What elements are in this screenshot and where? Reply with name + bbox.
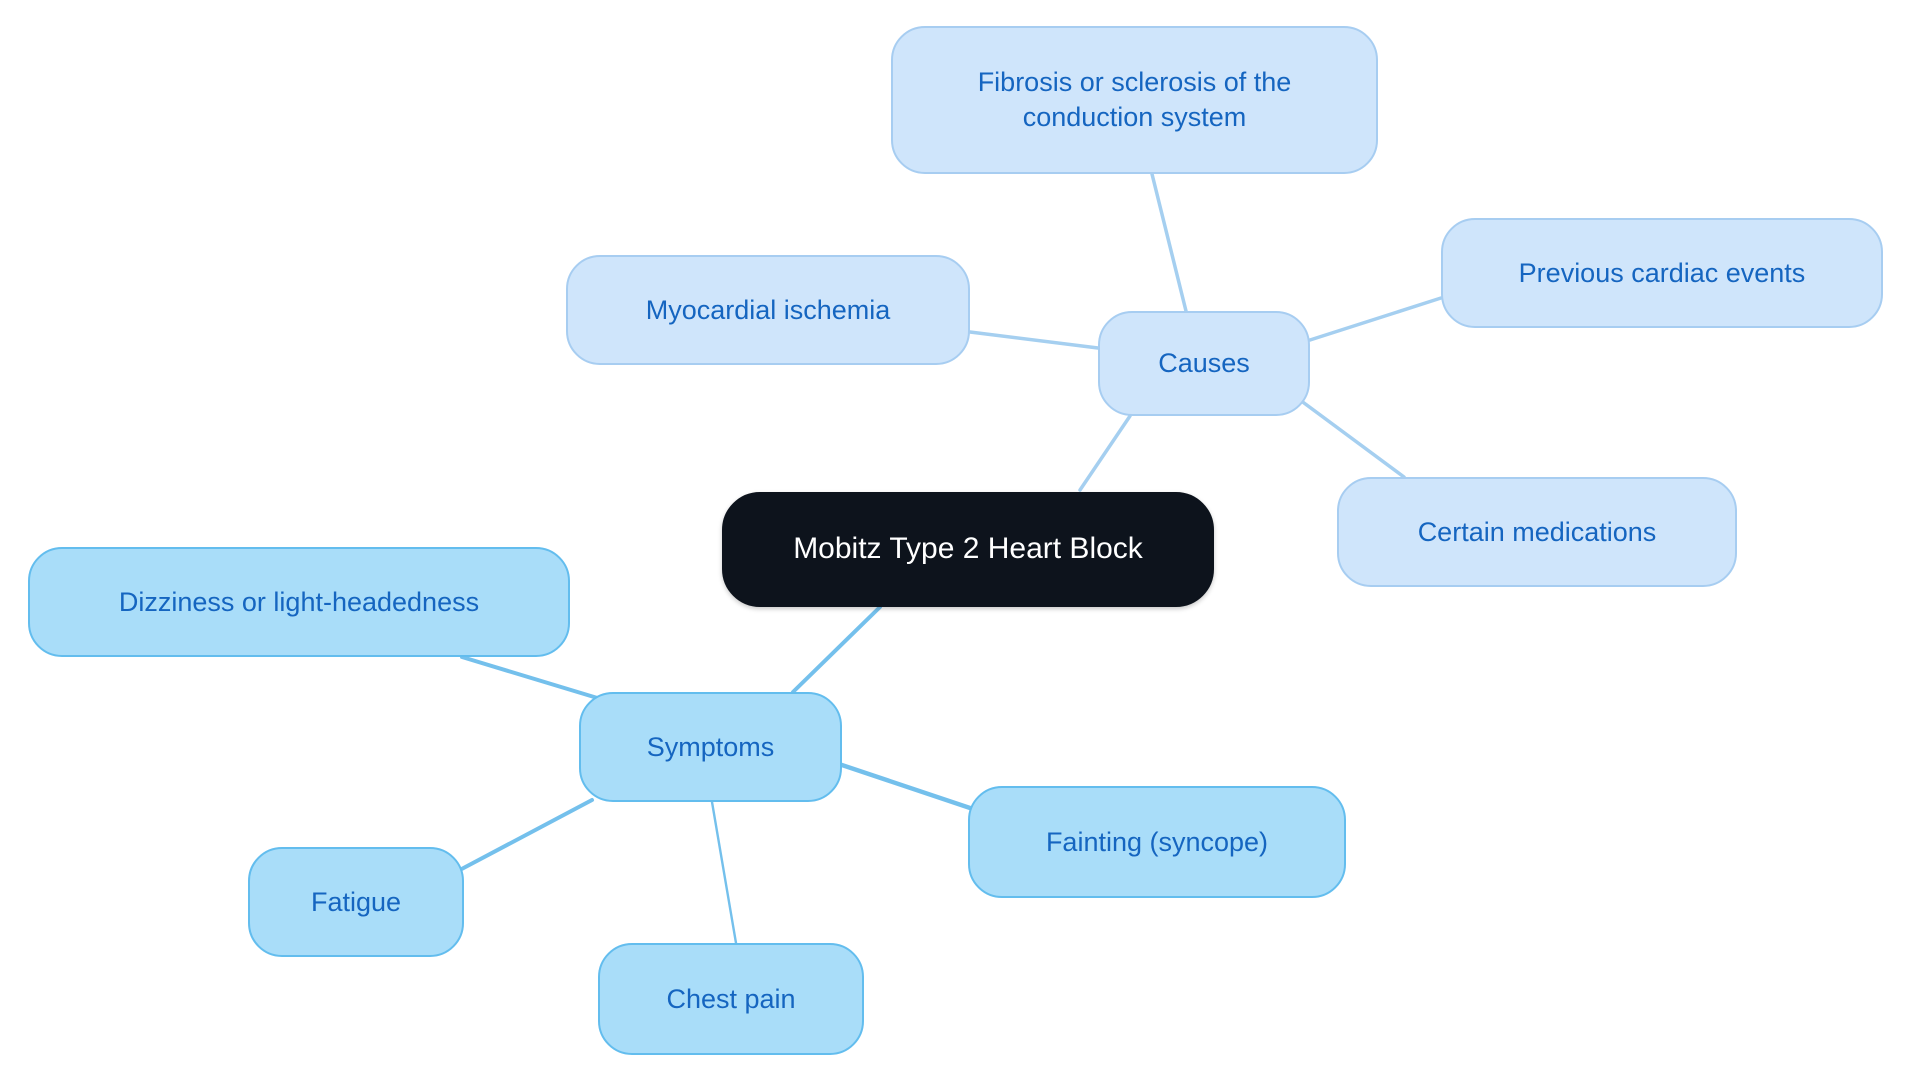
mindmap-leaf-symptoms-fatigue[interactable]: Fatigue xyxy=(248,847,464,957)
edge-root-symptoms xyxy=(791,605,882,694)
mindmap-leaf-causes-ischemia[interactable]: Myocardial ischemia xyxy=(566,255,970,365)
edge-root-causes xyxy=(1078,414,1132,492)
mindmap-leaf-symptoms-chest-pain-label: Chest pain xyxy=(666,983,796,1014)
edge-causes-medications xyxy=(1298,398,1406,479)
edge-causes-ischemia xyxy=(968,330,1100,350)
mindmap-root-node-label: Mobitz Type 2 Heart Block xyxy=(793,532,1143,566)
mindmap-leaf-symptoms-fainting-label: Fainting (syncope) xyxy=(1045,826,1269,857)
mindmap-leaf-symptoms-fainting[interactable]: Fainting (syncope) xyxy=(968,786,1346,898)
mindmap-branch-causes[interactable]: Causes xyxy=(1098,311,1310,416)
mindmap-leaf-symptoms-chest-pain[interactable]: Chest pain xyxy=(598,943,864,1055)
mindmap-leaf-causes-medications[interactable]: Certain medications xyxy=(1337,477,1737,587)
edge-causes-fibrosis xyxy=(1150,172,1188,313)
mindmap-branch-causes-label: Causes xyxy=(1158,348,1250,379)
mindmap-leaf-symptoms-dizziness[interactable]: Dizziness or light-headedness xyxy=(28,547,570,657)
edge-causes-previous-events xyxy=(1308,296,1443,342)
edge-symptoms-fatigue xyxy=(454,798,594,874)
mindmap-branch-symptoms[interactable]: Symptoms xyxy=(579,692,842,802)
mindmap-branch-symptoms-label: Symptoms xyxy=(646,731,775,762)
mindmap-leaf-causes-previous-events-label: Previous cardiac events xyxy=(1518,257,1806,288)
mindmap-leaf-causes-fibrosis[interactable]: Fibrosis or sclerosis of the conduction … xyxy=(891,26,1378,174)
mindmap-leaf-causes-ischemia-label: Myocardial ischemia xyxy=(645,294,891,325)
edge-symptoms-fainting xyxy=(830,759,979,813)
mindmap-leaf-causes-previous-events[interactable]: Previous cardiac events xyxy=(1441,218,1883,328)
edge-symptoms-dizziness xyxy=(460,655,606,702)
mindmap-root-node[interactable]: Mobitz Type 2 Heart Block xyxy=(722,492,1214,607)
mindmap-leaf-causes-medications-label: Certain medications xyxy=(1417,516,1657,547)
mindmap-leaf-symptoms-fatigue-label: Fatigue xyxy=(310,886,402,917)
mindmap-leaf-causes-fibrosis-label: Fibrosis or sclerosis of the conduction … xyxy=(977,67,1292,132)
mindmap-leaf-symptoms-dizziness-label: Dizziness or light-headedness xyxy=(118,586,480,617)
edge-symptoms-chest-pain xyxy=(710,800,738,945)
